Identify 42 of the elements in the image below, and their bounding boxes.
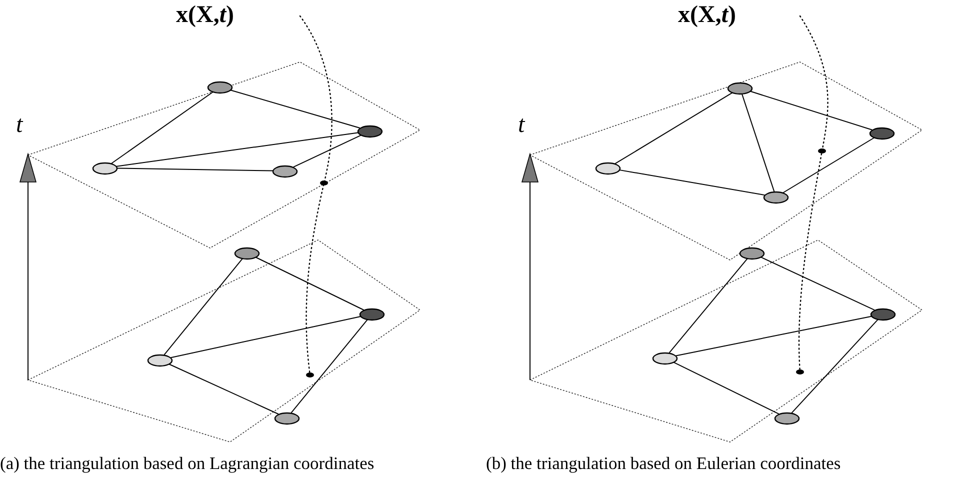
vertex-ellipse (274, 412, 300, 424)
vertex-ellipse (869, 126, 895, 140)
mesh-edge (164, 258, 244, 356)
mesh-edge (675, 316, 873, 356)
mesh-edge (614, 92, 734, 164)
mesh-edge (791, 318, 879, 414)
vertex-ellipse (774, 412, 800, 424)
vertex-ellipse (92, 162, 118, 174)
mesh-edge (116, 168, 274, 172)
vertex-ellipse (207, 80, 233, 94)
mesh-edge (168, 363, 279, 415)
vertex-ellipse (357, 124, 383, 138)
mesh-edge (749, 90, 873, 130)
vertex-ellipse (234, 246, 260, 260)
vertex-ellipse (870, 308, 896, 320)
vertex-ellipse (739, 246, 765, 260)
mesh-edge (782, 136, 876, 194)
mesh-edge (292, 134, 362, 168)
vertex-ellipse (763, 190, 789, 204)
vertex-ellipse (359, 308, 385, 320)
vertex-ellipse (652, 352, 678, 364)
mesh-edge (618, 169, 766, 196)
mesh-edge (672, 362, 780, 414)
vertex-ellipse (272, 164, 298, 178)
mesh-edge (170, 316, 362, 358)
mesh-edge (230, 89, 360, 129)
figure-caption: (b) the triangulation based on Eulerian coordinates (486, 454, 842, 473)
vertex-ellipse (727, 82, 753, 94)
figure-caption: (a) the triangulation based on Lagrangian coordinates (0, 454, 376, 473)
mesh-edge (111, 91, 214, 164)
mesh-edge (290, 318, 368, 414)
vertex-ellipse (595, 162, 621, 174)
mesh-edge (668, 258, 748, 354)
mesh-edge (116, 132, 360, 167)
position-label: x(X,t) (176, 2, 234, 29)
axis-label: t (16, 112, 23, 139)
mesh-edge (254, 256, 364, 310)
mesh-edge (760, 256, 876, 311)
axis-label: t (518, 112, 525, 139)
mesh-edge (741, 92, 775, 192)
vertex-ellipse (147, 354, 173, 366)
position-label: x(X,t) (678, 2, 736, 29)
